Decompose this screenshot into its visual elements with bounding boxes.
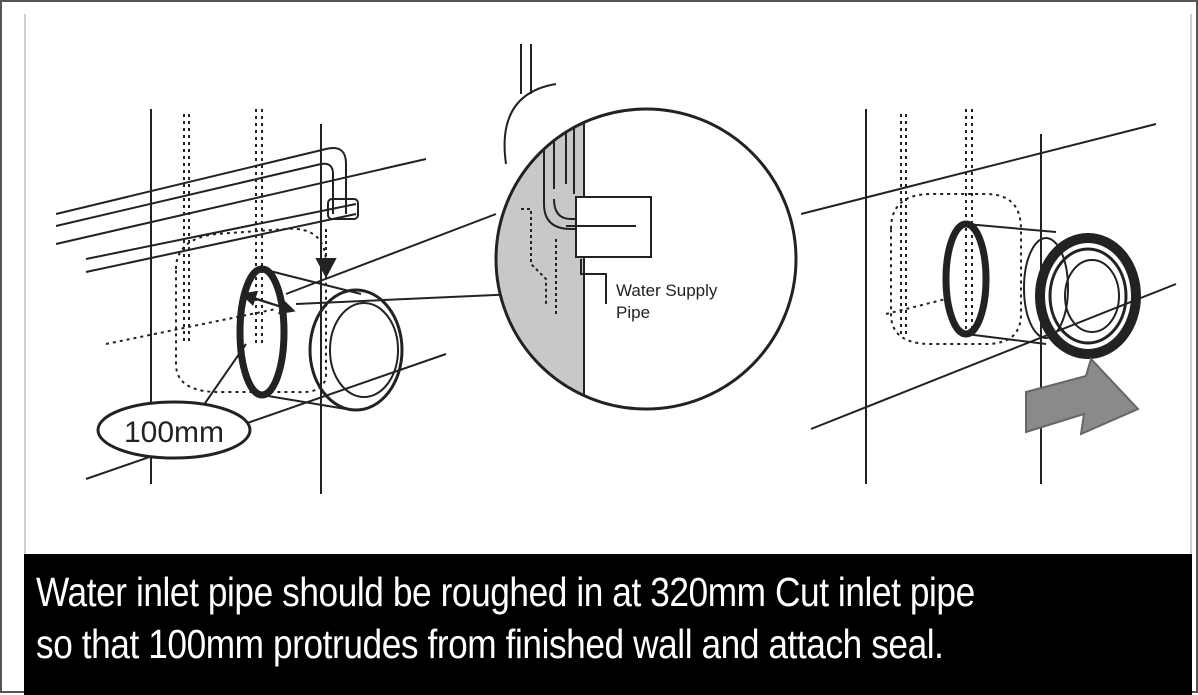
right-panel-attach-seal <box>800 109 1177 484</box>
middle-panel-detail <box>285 44 798 411</box>
caption-line-1: Water inlet pipe should be roughed in at… <box>36 569 975 615</box>
left-panel-cut-pipe <box>55 109 447 494</box>
caption-line-2: so that 100mm protrudes from finished wa… <box>36 621 944 667</box>
supply-pipe-label-line2: Pipe <box>616 303 650 322</box>
supply-pipe-label-line1: Water Supply <box>616 281 718 300</box>
installation-illustration: 100mm <box>24 14 1192 554</box>
push-arrow-icon <box>1025 357 1140 436</box>
down-arrow-icon <box>315 229 337 279</box>
caption-box: Water inlet pipe should be roughed in at… <box>24 554 1192 695</box>
dimension-label: 100mm <box>124 416 224 449</box>
